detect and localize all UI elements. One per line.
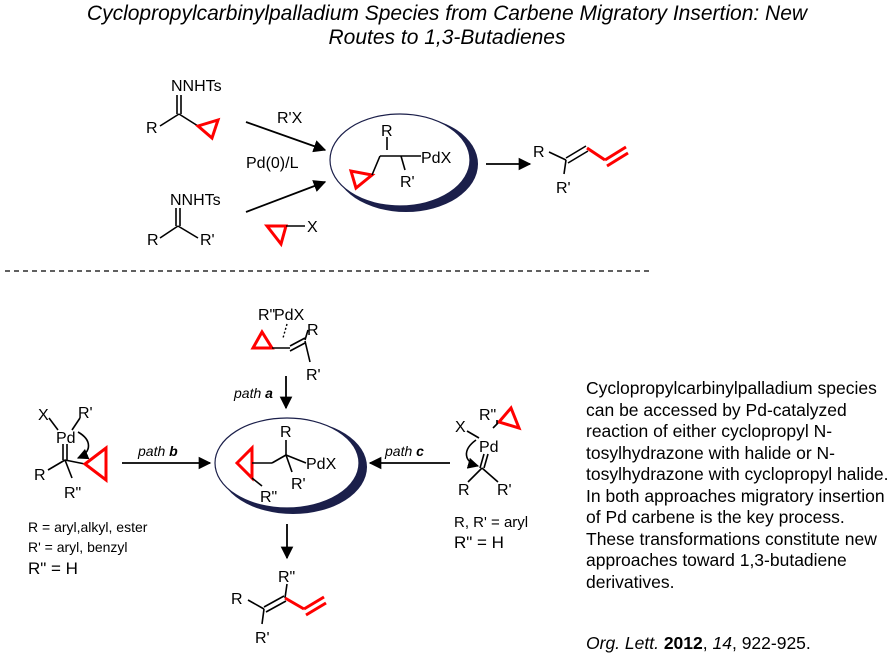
bottom-diene-r-prime: R' xyxy=(255,630,270,647)
bottom-intermediate-r-dbl: R" xyxy=(260,489,277,506)
arrow-upper xyxy=(245,121,327,153)
bottom-diene-product: R" R R' xyxy=(231,569,327,647)
path-a-pdx: PdX xyxy=(274,307,305,324)
path-a-r: R xyxy=(307,322,319,339)
hydrazone2-r: R xyxy=(147,232,159,249)
path-b-r-dbl: R" xyxy=(64,485,81,502)
path-b-label: path b xyxy=(137,443,178,459)
hydrazone2-nnhts: NNHTs xyxy=(170,192,221,209)
path-b-r: R xyxy=(34,467,46,484)
path-c-label: path c xyxy=(384,443,424,459)
tosylhydrazone: NNHTs R R' xyxy=(147,192,221,249)
citation: Org. Lett. 2012, 14, 922-925. xyxy=(586,633,811,653)
reagent-rx: R'X xyxy=(277,110,303,127)
path-c-species: R" X Pd R R' xyxy=(455,405,522,499)
path-b-species: X R' Pd R R" xyxy=(34,405,108,502)
citation-pages: , 922-925. xyxy=(731,633,811,653)
left-conditions: R = aryl,alkyl, ester R' = aryl, benzyl … xyxy=(28,519,148,578)
citation-year: 2012 xyxy=(663,633,703,653)
top-intermediate-ellipse: R PdX R' xyxy=(329,113,478,212)
left-condition-1: R = aryl,alkyl, ester xyxy=(28,519,148,535)
right-conditions: R, R' = aryl R" = H xyxy=(454,514,528,552)
cyclopropyl-hydrazone: NNHTs R xyxy=(146,78,222,141)
right-condition-2: R" = H xyxy=(454,533,504,552)
page-title: Cyclopropylcarbinylpalladium Species fro… xyxy=(0,2,894,50)
path-b-pd: Pd xyxy=(56,430,76,447)
bottom-diene-r: R xyxy=(231,591,243,608)
description-text: Cyclopropylcarbinylpalladium species can… xyxy=(586,378,889,592)
left-condition-3: R" = H xyxy=(28,559,78,578)
right-condition-1: R, R' = aryl xyxy=(454,514,528,531)
path-c-r-dbl: R" xyxy=(479,407,496,424)
top-intermediate-r: R xyxy=(381,123,393,140)
path-a-r-prime: R' xyxy=(306,367,321,384)
arrow-lower xyxy=(245,180,327,213)
bottom-intermediate-ellipse: R PdX R' R" xyxy=(214,417,367,514)
path-c-r: R xyxy=(458,482,470,499)
path-c-r-prime: R' xyxy=(497,482,512,499)
path-c-pd: Pd xyxy=(479,439,499,456)
path-a-species: R" PdX R R' xyxy=(250,307,321,384)
reagent-pd: Pd(0)/L xyxy=(246,155,299,172)
hydrazone1-r: R xyxy=(146,120,158,137)
bottom-intermediate-r: R xyxy=(280,424,292,441)
path-c-x: X xyxy=(455,419,466,436)
hydrazone1-nnhts: NNHTs xyxy=(171,78,222,95)
hydrazone2-r-prime: R' xyxy=(200,232,215,249)
path-a-label: path a xyxy=(233,385,273,401)
citation-journal: Org. Lett. xyxy=(586,633,659,653)
title-line-1: Cyclopropylcarbinylpalladium Species fro… xyxy=(86,2,808,25)
citation-volume: 14 xyxy=(712,633,732,653)
bottom-intermediate-pdx: PdX xyxy=(306,456,337,473)
top-diene-r-prime: R' xyxy=(556,180,571,197)
left-condition-2: R' = aryl, benzyl xyxy=(28,539,128,555)
path-a-r-dbl: R" xyxy=(258,307,275,324)
path-b-r-prime: R' xyxy=(78,405,93,422)
bottom-diene-r-dbl: R" xyxy=(278,569,295,586)
top-intermediate-r-prime: R' xyxy=(400,174,415,191)
title-line-2: Routes to 1,3-Butadienes xyxy=(328,26,566,49)
halide-x: X xyxy=(307,219,318,236)
top-intermediate-pdx: PdX xyxy=(421,150,452,167)
top-diene-product: R R' xyxy=(533,144,629,197)
path-b-x: X xyxy=(38,407,49,424)
bottom-intermediate-r-prime: R' xyxy=(291,476,306,493)
cyclopropyl-halide: X xyxy=(263,219,318,248)
top-diene-r: R xyxy=(533,144,545,161)
